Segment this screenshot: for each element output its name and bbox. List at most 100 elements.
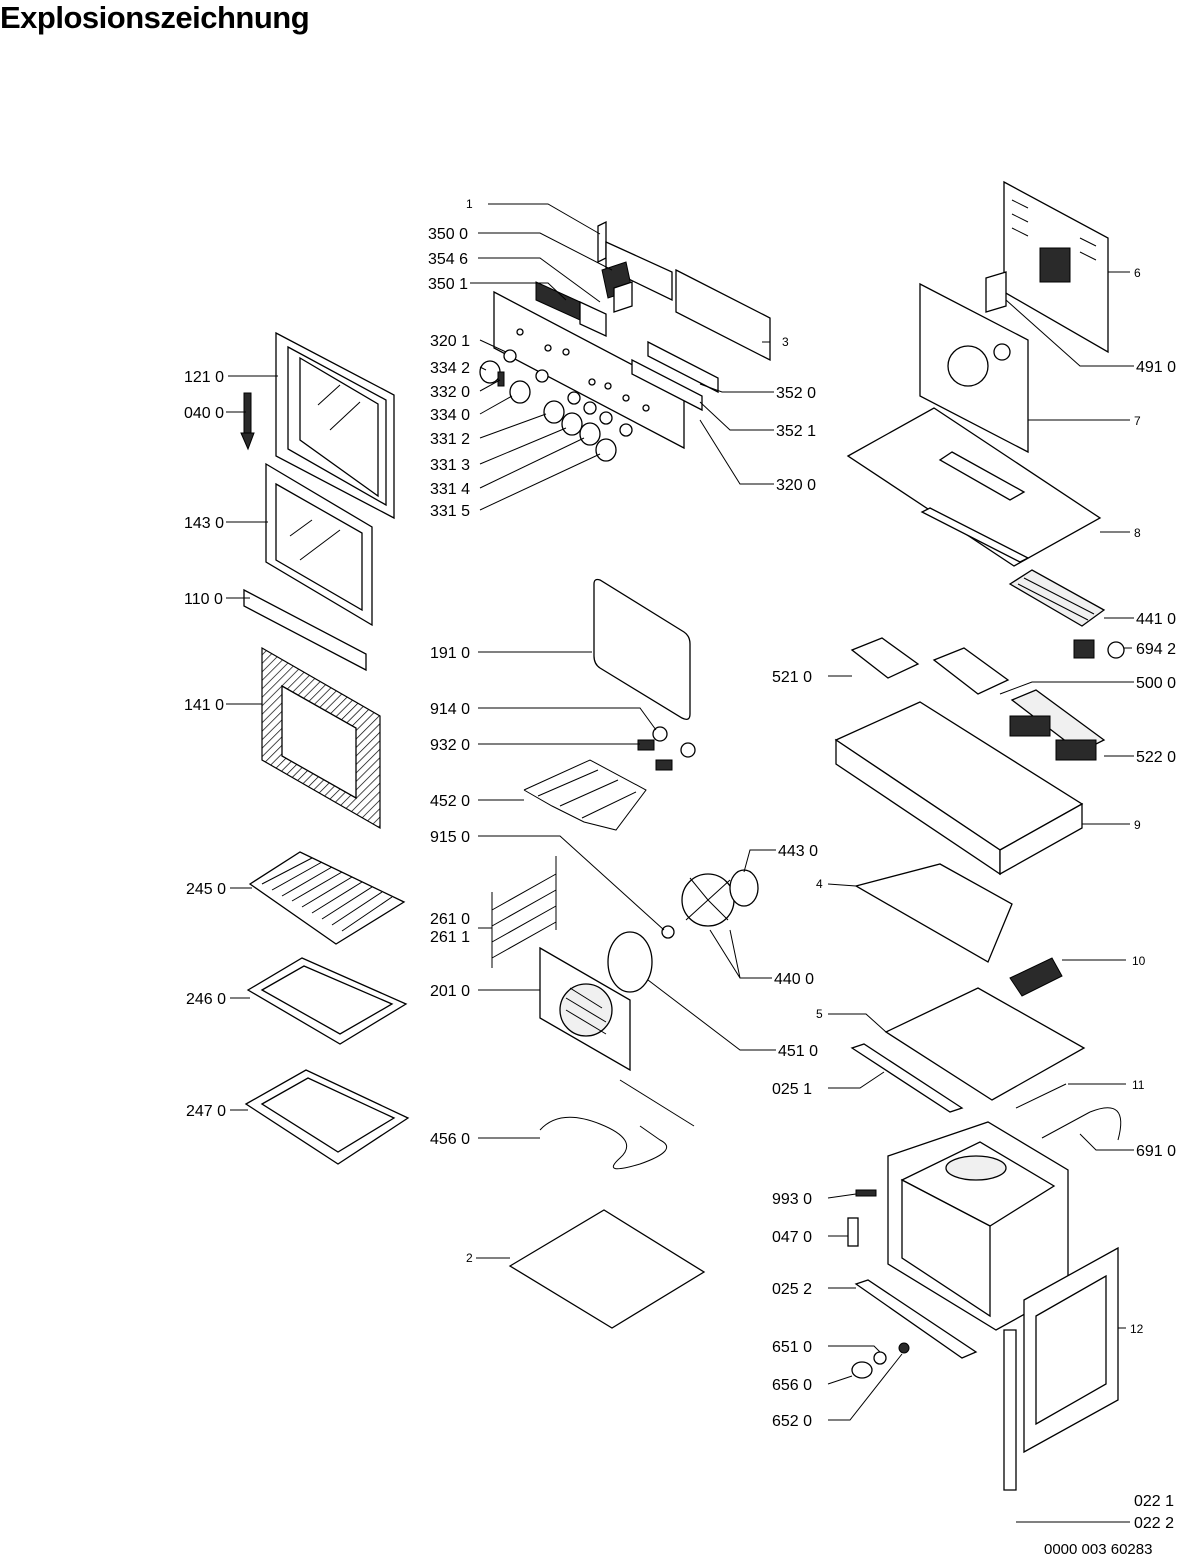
inner-door-panel — [261, 646, 381, 830]
catch-047 — [847, 1217, 859, 1247]
label-040-0: 040 0 — [184, 405, 224, 422]
baking-tray — [246, 957, 408, 1045]
label-334-0: 334 0 — [430, 407, 470, 424]
label-441-0: 441 0 — [1136, 611, 1176, 628]
label-651-0: 651 0 — [772, 1339, 812, 1356]
bottom-plate — [508, 1209, 706, 1329]
label-3: 3 — [782, 335, 789, 349]
label-652-0: 652 0 — [772, 1413, 812, 1430]
drawing-number: 0000 003 60283 — [1044, 1541, 1153, 1558]
bottom-panel-5 — [884, 987, 1086, 1101]
label-993-0: 993 0 — [772, 1191, 812, 1208]
door-seal — [593, 578, 691, 720]
label-522-0: 522 0 — [1136, 749, 1176, 766]
label-331-3: 331 3 — [430, 457, 470, 474]
label-320-1: 320 1 — [430, 333, 470, 350]
rear-cover-panel — [1003, 180, 1109, 354]
label-694-2: 694 2 — [1136, 641, 1176, 658]
label-261-1: 261 1 — [430, 929, 470, 946]
control-rear-panel — [675, 268, 771, 362]
outer-door-glass — [275, 331, 395, 520]
door-switch-parts — [851, 1342, 910, 1379]
control-knobs — [479, 360, 617, 462]
part-labels: 1 350 0 354 6 350 1 320 1 3 334 2 332 0 … — [184, 197, 1176, 1532]
lower-heater-element — [539, 1079, 695, 1170]
label-332-0: 332 0 — [430, 384, 470, 401]
deep-tray — [244, 1069, 410, 1165]
label-350-0: 350 0 — [428, 226, 468, 243]
door-hinge — [240, 392, 255, 451]
label-11: 11 — [1132, 1078, 1145, 1092]
label-025-1: 025 1 — [772, 1081, 812, 1098]
label-110-0: 110 0 — [184, 591, 223, 608]
mounting-strip-025-2 — [854, 1279, 978, 1359]
label-350-1: 350 1 — [428, 276, 468, 293]
strip-11 — [1015, 1083, 1067, 1109]
wire-shelf — [248, 851, 406, 945]
label-331-2: 331 2 — [430, 431, 470, 448]
label-452-0: 452 0 — [430, 793, 470, 810]
label-022-1: 022 1 — [1134, 1493, 1174, 1510]
label-246-0: 246 0 — [186, 991, 226, 1008]
control-panel-fascia — [493, 290, 685, 450]
fan-heater-ring — [607, 931, 653, 993]
label-320-0: 320 0 — [776, 477, 816, 494]
label-143-0: 143 0 — [184, 515, 224, 532]
grill-element — [523, 759, 647, 831]
label-521-0: 521 0 — [772, 669, 812, 686]
label-491-0: 491 0 — [1136, 359, 1176, 376]
label-10: 10 — [1132, 954, 1146, 968]
label-334-2: 334 2 — [430, 360, 470, 377]
label-141-0: 141 0 — [184, 697, 224, 714]
label-245-0: 245 0 — [186, 881, 226, 898]
convection-fan — [681, 869, 759, 927]
label-5: 5 — [816, 1007, 823, 1021]
control-bracket — [597, 220, 673, 302]
label-022-2: 022 2 — [1134, 1515, 1174, 1532]
label-12: 12 — [1130, 1322, 1144, 1336]
label-331-4: 331 4 — [430, 481, 470, 498]
control-trim-352-0 — [647, 340, 719, 394]
relay-bracket — [850, 637, 920, 679]
side-panel-4 — [854, 863, 1013, 963]
leader-lines — [226, 203, 1134, 1523]
label-500-0: 500 0 — [1136, 675, 1176, 692]
label-047-0: 047 0 — [772, 1229, 812, 1246]
label-352-1: 352 1 — [776, 423, 816, 440]
screw-993 — [855, 1189, 877, 1197]
terminal-block — [985, 271, 1007, 313]
label-331-5: 331 5 — [430, 503, 470, 520]
inner-door-glass — [265, 462, 373, 627]
label-121-0: 121 0 — [184, 369, 224, 386]
side-rack — [491, 856, 557, 968]
label-443-0: 443 0 — [778, 843, 818, 860]
label-8: 8 — [1134, 526, 1141, 540]
label-691-0: 691 0 — [1136, 1143, 1176, 1160]
bracket-10 — [1009, 957, 1063, 997]
oven-back-wall — [919, 282, 1029, 454]
label-025-2: 025 2 — [772, 1281, 812, 1298]
label-352-0: 352 0 — [776, 385, 816, 402]
label-440-0: 440 0 — [774, 971, 814, 988]
label-456-0: 456 0 — [430, 1131, 470, 1148]
electronics-module — [601, 261, 633, 313]
label-2: 2 — [466, 1251, 473, 1265]
oven-cavity — [887, 1121, 1069, 1331]
fan-nut — [661, 925, 675, 939]
side-panel-12 — [1023, 1246, 1119, 1454]
label-656-0: 656 0 — [772, 1377, 812, 1394]
label-354-6: 354 6 — [428, 251, 468, 268]
label-7: 7 — [1134, 414, 1141, 428]
tangential-fan — [1008, 569, 1106, 659]
label-4: 4 — [816, 877, 823, 891]
label-1: 1 — [466, 197, 473, 211]
label-6: 6 — [1134, 266, 1141, 280]
control-trim-352-1 — [631, 358, 703, 412]
housing-frame — [834, 701, 1084, 876]
label-451-0: 451 0 — [778, 1043, 818, 1060]
label-261-0: 261 0 — [430, 911, 470, 928]
front-rail-022 — [1003, 1329, 1017, 1491]
door-trim-strip — [243, 588, 367, 672]
thermal-fuse — [1107, 641, 1125, 659]
